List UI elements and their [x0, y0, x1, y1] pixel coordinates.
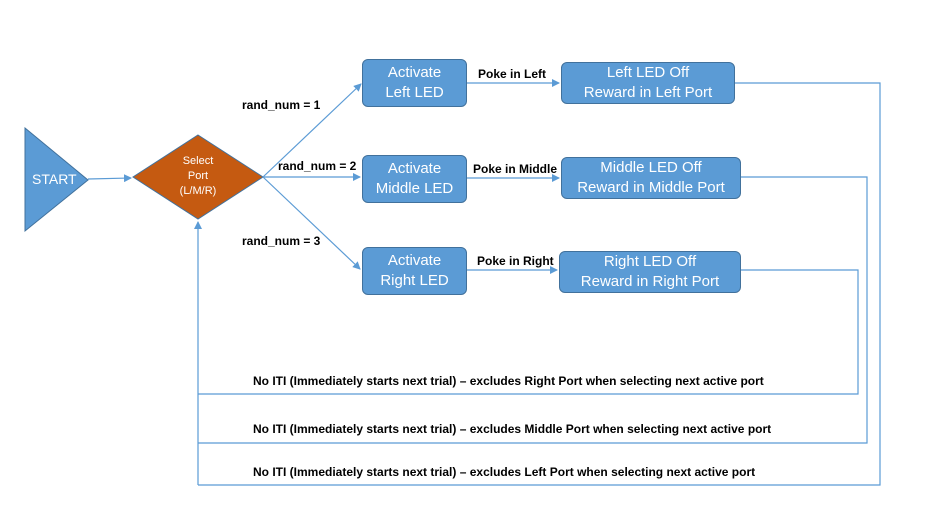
reward-right-line1: Right LED Off: [603, 253, 697, 270]
reward-middle-box: Middle LED Off Reward in Middle Port: [561, 157, 741, 199]
feedback-loop-right: [198, 269, 859, 395]
poke-label-middle: Poke in Middle: [473, 162, 558, 176]
reward-middle-line2: Reward in Middle Port: [577, 179, 725, 196]
poke-label-right: Poke in Right: [477, 254, 554, 268]
poke-label-left: Poke in Left: [478, 67, 547, 81]
start-shape: [24, 126, 89, 233]
feedback-loop-left: [198, 82, 881, 486]
activate-right-led-box: Activate Right LED: [362, 247, 467, 295]
feedback-label-middle: No ITI (Immediately starts next trial) –…: [253, 422, 772, 436]
activate-middle-line2: Middle LED: [375, 180, 454, 197]
condition-label-middle: rand_num = 2: [278, 159, 357, 173]
reward-right-box: Right LED Off Reward in Right Port: [559, 251, 741, 293]
decision-label-line3: (L/M/R): [179, 185, 217, 197]
feedback-label-left: No ITI (Immediately starts next trial) –…: [253, 465, 756, 479]
start-label: START: [32, 171, 77, 187]
condition-label-right: rand_num = 3: [242, 234, 321, 248]
condition-label-left: rand_num = 1: [242, 98, 321, 112]
reward-left-line2: Reward in Left Port: [583, 84, 713, 101]
activate-right-line2: Right LED: [380, 272, 449, 289]
feedback-loop-middle: [198, 176, 868, 444]
reward-left-box: Left LED Off Reward in Left Port: [561, 62, 735, 104]
activate-left-led-box: Activate Left LED: [362, 59, 467, 107]
select-port-diamond: [132, 134, 264, 220]
activate-right-line1: Activate: [387, 252, 442, 269]
decision-label-line1: Select: [182, 155, 214, 167]
reward-middle-line1: Middle LED Off: [600, 159, 702, 176]
reward-right-line2: Reward in Right Port: [580, 273, 720, 290]
activate-left-line1: Activate: [387, 64, 442, 81]
connector-decision-to-right: [262, 176, 361, 270]
activate-middle-led-box: Activate Middle LED: [362, 155, 467, 203]
connector-decision-to-left: [262, 83, 362, 178]
feedback-label-right: No ITI (Immediately starts next trial) –…: [253, 374, 764, 388]
decision-label-line2: Port: [187, 170, 209, 182]
activate-left-line2: Left LED: [385, 84, 444, 101]
reward-left-line1: Left LED Off: [606, 64, 690, 81]
decision-label: Select Port (L/M/R): [153, 154, 243, 199]
activate-middle-line1: Activate: [387, 160, 442, 177]
connector-start-to-decision: [87, 174, 132, 183]
